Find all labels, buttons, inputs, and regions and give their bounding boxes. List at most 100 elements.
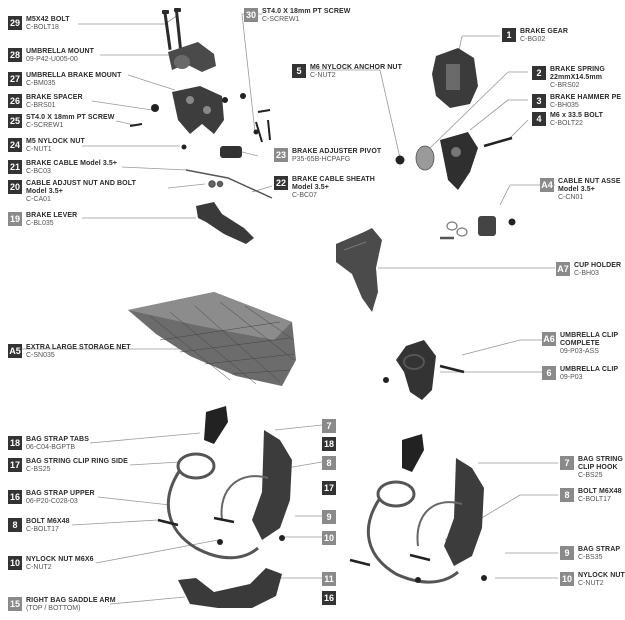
part-variant: CLIP HOOK <box>578 464 618 471</box>
brake-lever <box>196 202 254 244</box>
part-code: C-NUT1 <box>26 146 52 153</box>
part-name: BRAKE ADJUSTER PIVOT <box>292 148 382 155</box>
part-code: C-CA01 <box>26 196 51 203</box>
callout-number: 2 <box>532 66 546 80</box>
tag-number: 7 <box>322 419 336 433</box>
anchor-nut <box>395 155 405 165</box>
tag-17: 17 <box>322 481 336 495</box>
tag-number: 9 <box>322 510 336 524</box>
part-code: 09-P42-U005-00 <box>26 56 78 63</box>
callout-number: 23 <box>274 148 288 162</box>
callout-number: 30 <box>244 8 258 22</box>
callout-number: 28 <box>8 48 22 62</box>
part-code: C-BS25 <box>26 466 51 473</box>
part-code: C-SCREW1 <box>262 16 300 23</box>
screws <box>129 109 271 143</box>
part-name: UMBRELLA CLIP <box>560 366 619 373</box>
part-code: C-BOLT18 <box>26 24 59 31</box>
part-name: UMBRELLA MOUNT <box>26 48 95 55</box>
saddle-arm <box>178 568 282 608</box>
part-code: C-BH035 <box>550 102 579 109</box>
callout-number: 10 <box>8 556 22 570</box>
part-name: BRAKE HAMMER PE <box>550 94 622 101</box>
callout-21: 21 BRAKE CABLE Model 3.5+C-BC03 <box>8 160 117 176</box>
cable-nut-assembly <box>440 216 516 240</box>
tag-number: 17 <box>322 481 336 495</box>
storage-net <box>128 292 296 386</box>
cup-holder <box>336 228 382 312</box>
callout-number: 24 <box>8 138 22 152</box>
callout-number: 21 <box>8 160 22 174</box>
callout-number: A5 <box>8 344 22 358</box>
part-name: ST4.0 X 18mm PT SCREW <box>262 8 351 15</box>
umbrella-brake-mount <box>172 86 224 134</box>
callout-number: 10 <box>560 572 574 586</box>
part-code: 06-C04-BGPTB <box>26 444 76 451</box>
part-code: C-BC07 <box>292 192 317 199</box>
part-name: M5 NYLOCK NUT <box>26 138 85 145</box>
part-name: BAG STRAP TABS <box>26 436 89 443</box>
part-code: C-BOLT17 <box>26 526 59 533</box>
part-name: UMBRELLA CLIP <box>560 332 619 339</box>
umbrella-mount <box>168 42 216 72</box>
part-name: BRAKE CABLE SHEATH <box>292 176 375 183</box>
part-model: Model 3.5+ <box>558 186 595 193</box>
part-name: RIGHT BAG SADDLE ARM <box>26 597 116 604</box>
callout-number: A4 <box>540 178 554 192</box>
part-code: C-BOLT17 <box>578 496 611 503</box>
callout-number: 17 <box>8 458 22 472</box>
part-variant: COMPLETE <box>560 340 600 347</box>
part-code: C-SCREW1 <box>26 122 64 129</box>
umbrella-clip <box>383 340 465 400</box>
left-bag-strap-assembly <box>157 406 292 560</box>
tag-16: 16 <box>322 591 336 605</box>
callout-number: 1 <box>502 28 516 42</box>
part-code: C-BS25 <box>578 472 603 479</box>
part-name: BRAKE SPACER <box>26 94 83 101</box>
part-code: 06-P20-C028-03 <box>26 498 78 505</box>
callout-number: 18 <box>8 436 22 450</box>
part-code: C-BM035 <box>26 80 56 87</box>
callout-number: 6 <box>542 366 556 380</box>
part-name: M5X42 BOLT <box>26 16 70 23</box>
callout-number: 25 <box>8 114 22 128</box>
part-name: NYLOCK NUT <box>578 572 625 579</box>
part-name: BOLT M6X48 <box>26 518 70 525</box>
part-name: CABLE NUT ASSE <box>558 178 621 185</box>
callout-number: 9 <box>560 546 574 560</box>
tag-18: 18 <box>322 437 336 451</box>
callout-number: 19 <box>8 212 22 226</box>
callout-number: A6 <box>542 332 556 346</box>
part-name: M6 x 33.5 BOLT <box>550 112 604 119</box>
part-model: Model 3.5+ <box>292 184 329 191</box>
bolt-m6x33 <box>483 136 513 148</box>
part-name: BAG STRAP <box>578 546 621 553</box>
part-code: C-BOLT22 <box>550 120 583 127</box>
part-name: CABLE ADJUST NUT AND BOLT <box>26 180 136 187</box>
tag-number: 11 <box>322 572 336 586</box>
part-name: BAG STRAP UPPER <box>26 490 95 497</box>
callout-number: 29 <box>8 16 22 30</box>
part-code: C-NUT2 <box>578 580 604 587</box>
part-code: C-NUT2 <box>310 72 336 79</box>
tag-number: 10 <box>322 531 336 545</box>
part-code: C-NUT2 <box>26 564 52 571</box>
